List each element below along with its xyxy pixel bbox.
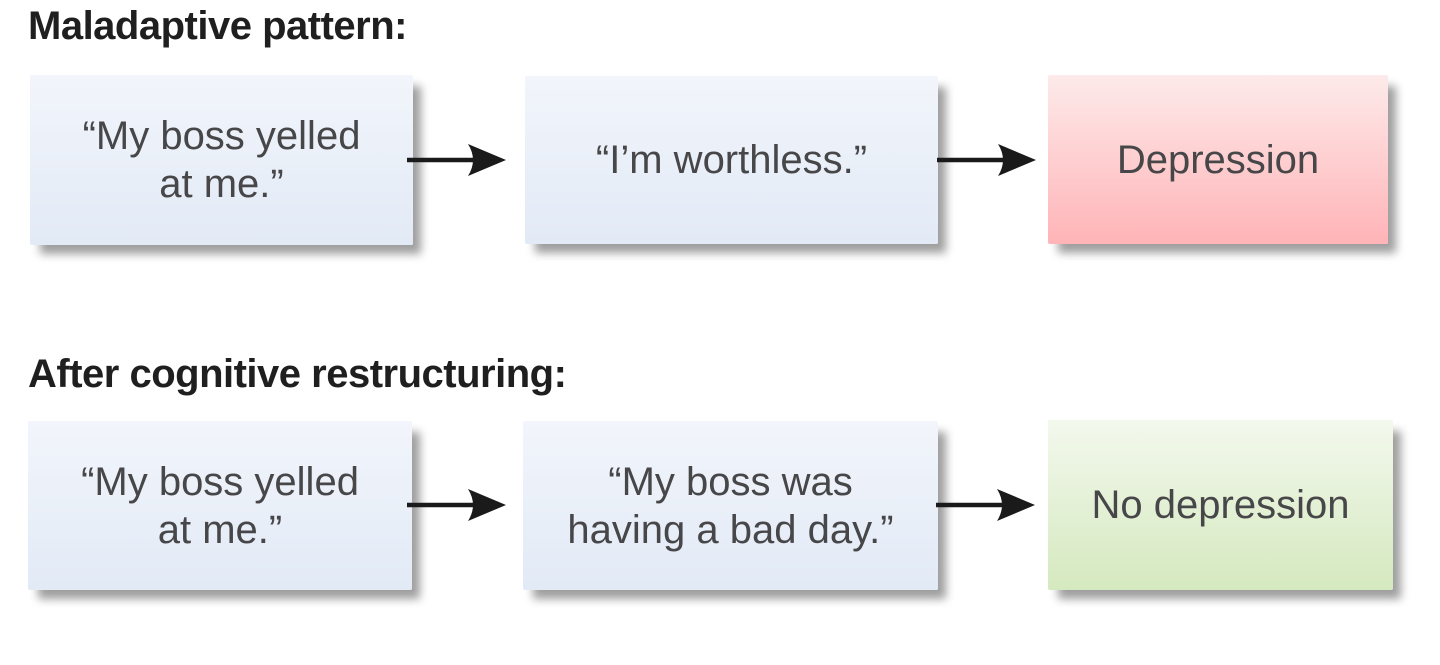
after-restructuring-heading: After cognitive restructuring: xyxy=(28,352,567,396)
arrow-right-icon xyxy=(935,483,1037,527)
situation-box-maladaptive: “My boss yelled at me.” xyxy=(30,75,413,245)
arrow-right-icon xyxy=(406,483,508,527)
arrow-right-icon xyxy=(936,138,1038,182)
outcome-box-no-depression: No depression xyxy=(1048,420,1393,590)
maladaptive-pattern-heading: Maladaptive pattern: xyxy=(28,4,407,48)
arrow-right-icon xyxy=(406,138,508,182)
thought-box-restructured: “My boss was having a bad day.” xyxy=(523,421,938,590)
outcome-box-depression: Depression xyxy=(1048,75,1388,244)
thought-box-maladaptive: “I’m worthless.” xyxy=(525,76,938,244)
situation-box-restructured: “My boss yelled at me.” xyxy=(28,421,412,590)
